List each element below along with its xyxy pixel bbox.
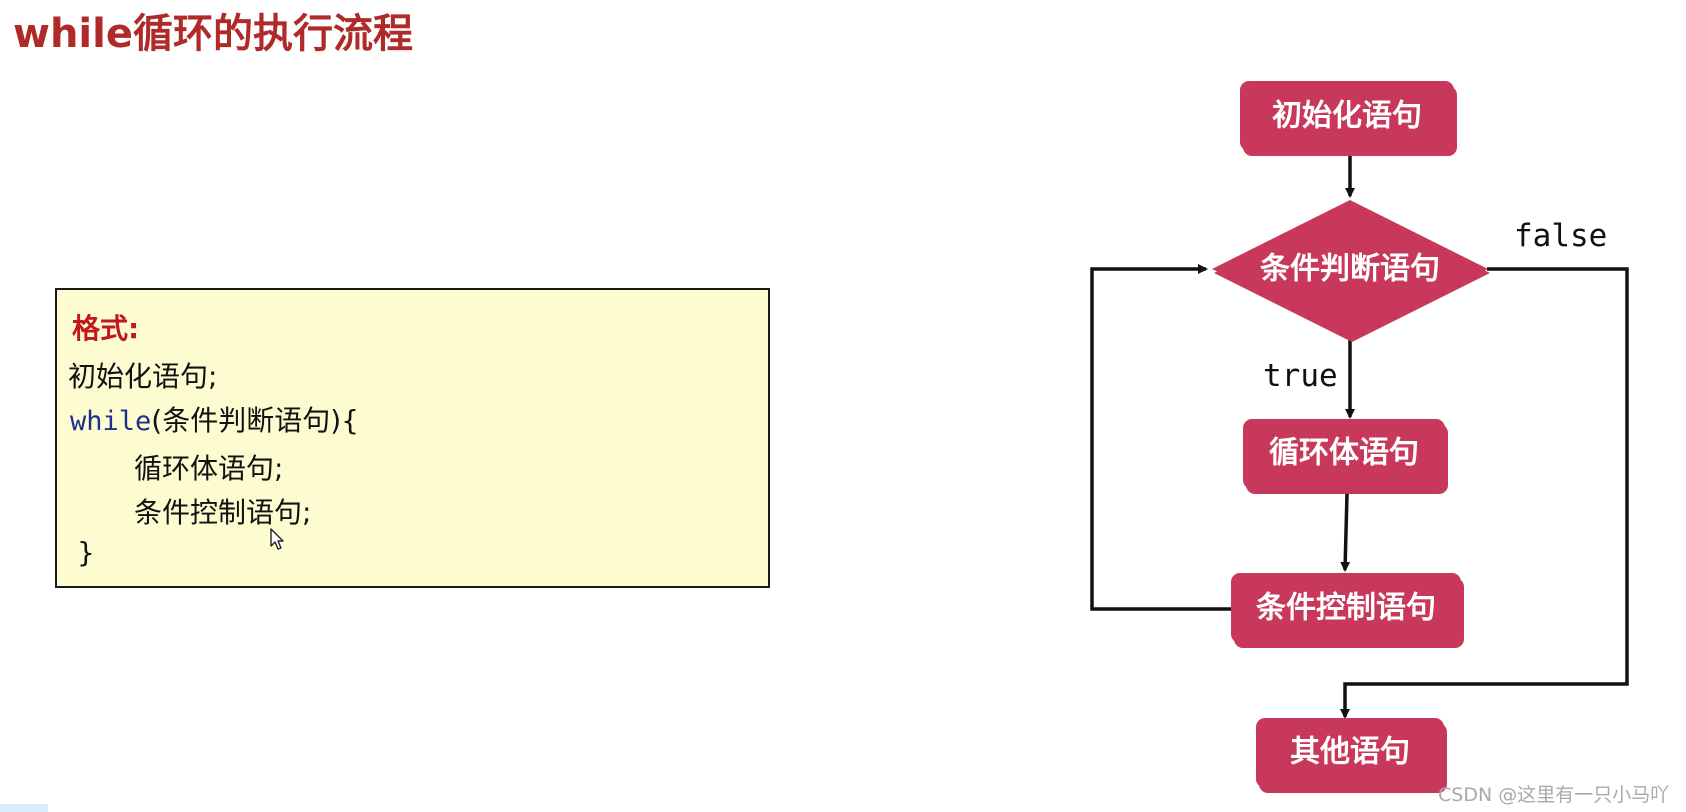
edge-label-true: true [1263, 358, 1338, 394]
edge-label-false: false [1514, 218, 1607, 254]
page-title: while循环的执行流程 [13, 11, 413, 57]
while-condition: (条件判断语句){ [151, 404, 359, 437]
code-line-body: 循环体语句; [134, 452, 284, 485]
node-control-label: 条件控制语句 [1256, 591, 1436, 626]
syntax-box: 格式: 初始化语句; while(条件判断语句){ 循环体语句; 条件控制语句;… [55, 288, 770, 588]
node-init-label: 初始化语句 [1272, 99, 1422, 134]
while-keyword: while [70, 406, 152, 437]
node-body-label: 循环体语句 [1269, 436, 1419, 471]
node-other: 其他语句 [1256, 718, 1447, 793]
code-line-init: 初始化语句; [68, 360, 218, 393]
code-line-close: } [77, 536, 95, 569]
mouse-pointer-icon [270, 528, 284, 550]
edge-condition-false-to-other [1340, 267, 1629, 719]
edge-body-to-control [1340, 493, 1351, 572]
edge-control-loop-back [1090, 264, 1233, 611]
code-line-while: while(条件判断语句){ [70, 403, 359, 440]
node-body: 循环体语句 [1243, 419, 1448, 494]
node-condition: 条件判断语句 [1212, 200, 1490, 342]
syntax-label: 格式: [72, 312, 140, 345]
node-control: 条件控制语句 [1231, 573, 1464, 648]
node-init: 初始化语句 [1240, 81, 1457, 156]
watermark: CSDN @这里有一只小马吖 [1438, 784, 1670, 806]
code-line-control: 条件控制语句; [134, 496, 312, 529]
corner-decoration [0, 804, 48, 812]
node-other-label: 其他语句 [1290, 735, 1410, 770]
node-condition-label: 条件判断语句 [1260, 252, 1440, 287]
